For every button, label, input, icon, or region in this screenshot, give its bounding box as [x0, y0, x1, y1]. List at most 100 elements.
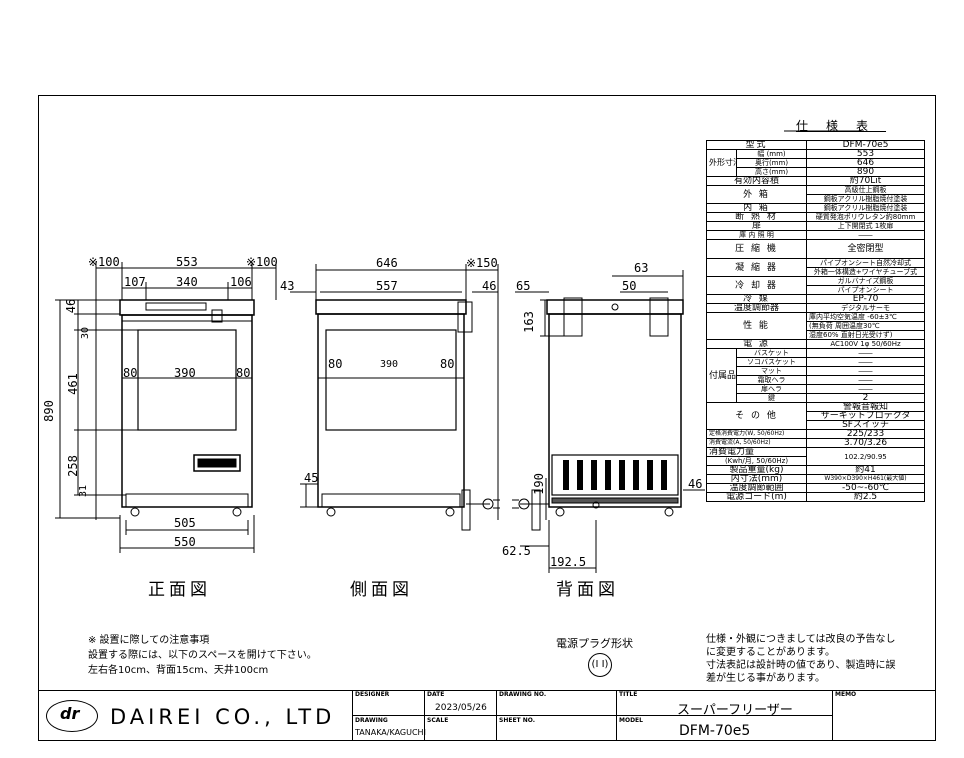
- back-view-shape: [512, 270, 705, 573]
- spec-cord-value: 約2.5: [806, 492, 926, 502]
- spec-insulation-label: 断 熱 材: [705, 212, 808, 222]
- spec-acc-mat-v: ――: [806, 366, 926, 376]
- dim-side-45: 45: [304, 471, 319, 485]
- spec-power-label: 電 源: [705, 339, 808, 349]
- spec-energy-label-2: (Kwh/月, 50/60Hz): [705, 456, 808, 466]
- dim-side-80b: 80: [440, 357, 455, 371]
- drawing-value: TANAKA/KAGUCHI: [355, 728, 426, 737]
- spec-acc-frost: 霜取ヘラ: [735, 375, 808, 385]
- dim-front-80a: 80: [123, 366, 138, 380]
- spec-rated-power-label: 定格消費電力(W, 50/60Hz): [705, 429, 808, 439]
- spec-cord-label: 電源コード(m): [705, 492, 808, 502]
- model-header: MODEL: [619, 717, 643, 724]
- spec-cooler-v1: ガルバナイズ鋼板: [806, 276, 926, 286]
- dim-side-46: 46: [482, 279, 497, 293]
- dim-front-390: 390: [174, 366, 196, 380]
- spec-refrigerant-value: EP-70: [806, 294, 926, 304]
- spec-model-value: DFM-70e5: [806, 140, 926, 150]
- spec-condenser-v2: 外箱一体構造+ワイヤチューブ式: [806, 267, 926, 277]
- company-logo-icon: dr: [46, 700, 98, 732]
- spec-outerbox-v2: 鋼板アクリル樹脂焼付塗装: [806, 194, 926, 204]
- spec-compressor-label: 圧 縮 機: [705, 239, 808, 259]
- spec-energy-value: 102.2/90.95: [806, 447, 926, 466]
- spec-width-value: 553: [806, 149, 926, 159]
- side-view-title: 側面図: [350, 580, 413, 600]
- memo-header: MEMO: [835, 691, 857, 698]
- remark-line-1: 仕様・外観につきましては改良の予告なし: [706, 634, 896, 645]
- spec-acc-mat: マット: [735, 366, 808, 376]
- spec-innerbox-value: 鋼板アクリル樹脂焼付塗装: [806, 203, 926, 213]
- front-view-title: 正面図: [148, 580, 211, 600]
- spec-rated-power-value: 225/233: [806, 429, 926, 439]
- spec-performance-label: 性 能: [705, 312, 808, 340]
- spec-cooler-v2: パイプオンシート: [806, 285, 926, 295]
- spec-lighting-label: 庫 内 照 明: [705, 230, 808, 240]
- dim-back-62-5: 62.5: [502, 544, 531, 558]
- plug-symbol: (I I): [588, 653, 612, 677]
- spec-perf-v2: (無負荷 周囲温度30℃: [806, 321, 926, 331]
- drawing-header: DRAWING: [355, 717, 388, 724]
- dim-front-clear-left: ※100: [88, 255, 120, 269]
- dim-front-80b: 80: [236, 366, 251, 380]
- dim-back-65: 65: [516, 279, 531, 293]
- dim-back-190: 190: [531, 473, 546, 495]
- installation-notes: ※ 設置に際しての注意事項 設置する際には、以下のスペースを開けて下さい。 左右…: [88, 633, 317, 678]
- remark-line-3: 寸法表記は設計時の値であり、製造時に誤: [706, 660, 896, 671]
- spec-tempctrl-value: デジタルサーモ: [806, 303, 926, 313]
- dim-front-258: 258: [65, 455, 80, 477]
- dim-back-163: 163: [521, 311, 536, 333]
- spec-accessories-label: 付属品: [706, 348, 737, 403]
- remark-line-2: に変更することがあります。: [706, 647, 835, 658]
- dim-front-340: 340: [176, 275, 198, 289]
- title-block: dr DAIREI CO., LTD DESIGNER DRAWING TANA…: [38, 690, 936, 741]
- spec-model-label: 型式: [705, 140, 808, 150]
- dim-back-63: 63: [634, 261, 649, 275]
- spec-perf-v1: 庫内平均空気温度 -60±3℃: [806, 312, 926, 322]
- spec-tempctrl-label: 温度調節器: [705, 303, 808, 313]
- spec-innerbox-label: 内 箱: [705, 203, 808, 213]
- spec-other-label: そ の 他: [705, 402, 808, 430]
- front-view-shape: [55, 262, 277, 553]
- title-value: スーパーフリーザー: [677, 703, 793, 718]
- dim-front-890: 890: [41, 400, 56, 422]
- dim-front-clear-right: ※100: [246, 255, 278, 269]
- dim-side-557: 557: [376, 279, 398, 293]
- spec-compressor-value: 全密閉型: [806, 239, 926, 259]
- dim-front-106: 106: [230, 275, 252, 289]
- dim-side-43: 43: [280, 279, 295, 293]
- spec-innerdim-value: W390×D390×H461(最大値): [806, 474, 926, 484]
- note-line-3: 左右各10cm、背面15cm、天井100cm: [88, 665, 269, 676]
- spec-rated-current-label: 消費電流(A, 50/60Hz): [705, 438, 808, 448]
- spec-temprange-value: -50~-60℃: [806, 483, 926, 493]
- spec-outerbox-v1: 高級仕上鋼板: [806, 185, 926, 195]
- spec-weight-value: 約41: [806, 465, 926, 475]
- spec-acc-basket: バスケット: [735, 348, 808, 358]
- spec-insulation-value: 硬質発泡ポリウレタン約80mm: [806, 212, 926, 222]
- spec-acc-sokobasket-v: ――: [806, 357, 926, 367]
- drawing-no-header: DRAWING NO.: [499, 691, 547, 698]
- spec-rated-current-value: 3.70/3.26: [806, 438, 926, 448]
- spec-other-v1: 警報音報知: [806, 402, 926, 412]
- scale-header: SCALE: [427, 717, 449, 724]
- note-line-1: ※ 設置に際しての注意事項: [88, 635, 210, 646]
- spec-acc-basket-v: ――: [806, 348, 926, 358]
- date-value: 2023/05/26: [435, 703, 487, 713]
- spec-height-value: 890: [806, 167, 926, 177]
- dim-front-30: 30: [80, 326, 92, 340]
- side-view-shape: [290, 264, 500, 531]
- spec-acc-key: 鍵: [735, 393, 808, 403]
- spec-condenser-v1: パイプオンシート自然冷却式: [806, 258, 926, 268]
- remark-line-4: 差が生じる事があります。: [706, 673, 825, 684]
- spec-acc-door: 扉ヘラ: [735, 384, 808, 394]
- spec-other-v2: サーキットプロテクタ: [806, 411, 926, 421]
- spec-refrigerant-label: 冷 媒: [705, 294, 808, 304]
- dim-side-clear-back: ※150: [466, 256, 498, 270]
- spec-lighting-value: ――: [806, 230, 926, 240]
- spec-capacity-label: 有効内容積: [705, 176, 808, 186]
- spec-perf-v3: 湿度60% 直射日光受けず): [806, 330, 926, 340]
- spec-weight-label: 製品重量(kg): [705, 465, 808, 475]
- dim-front-461: 461: [65, 373, 80, 395]
- spec-height-label: 高さ(mm): [735, 167, 808, 177]
